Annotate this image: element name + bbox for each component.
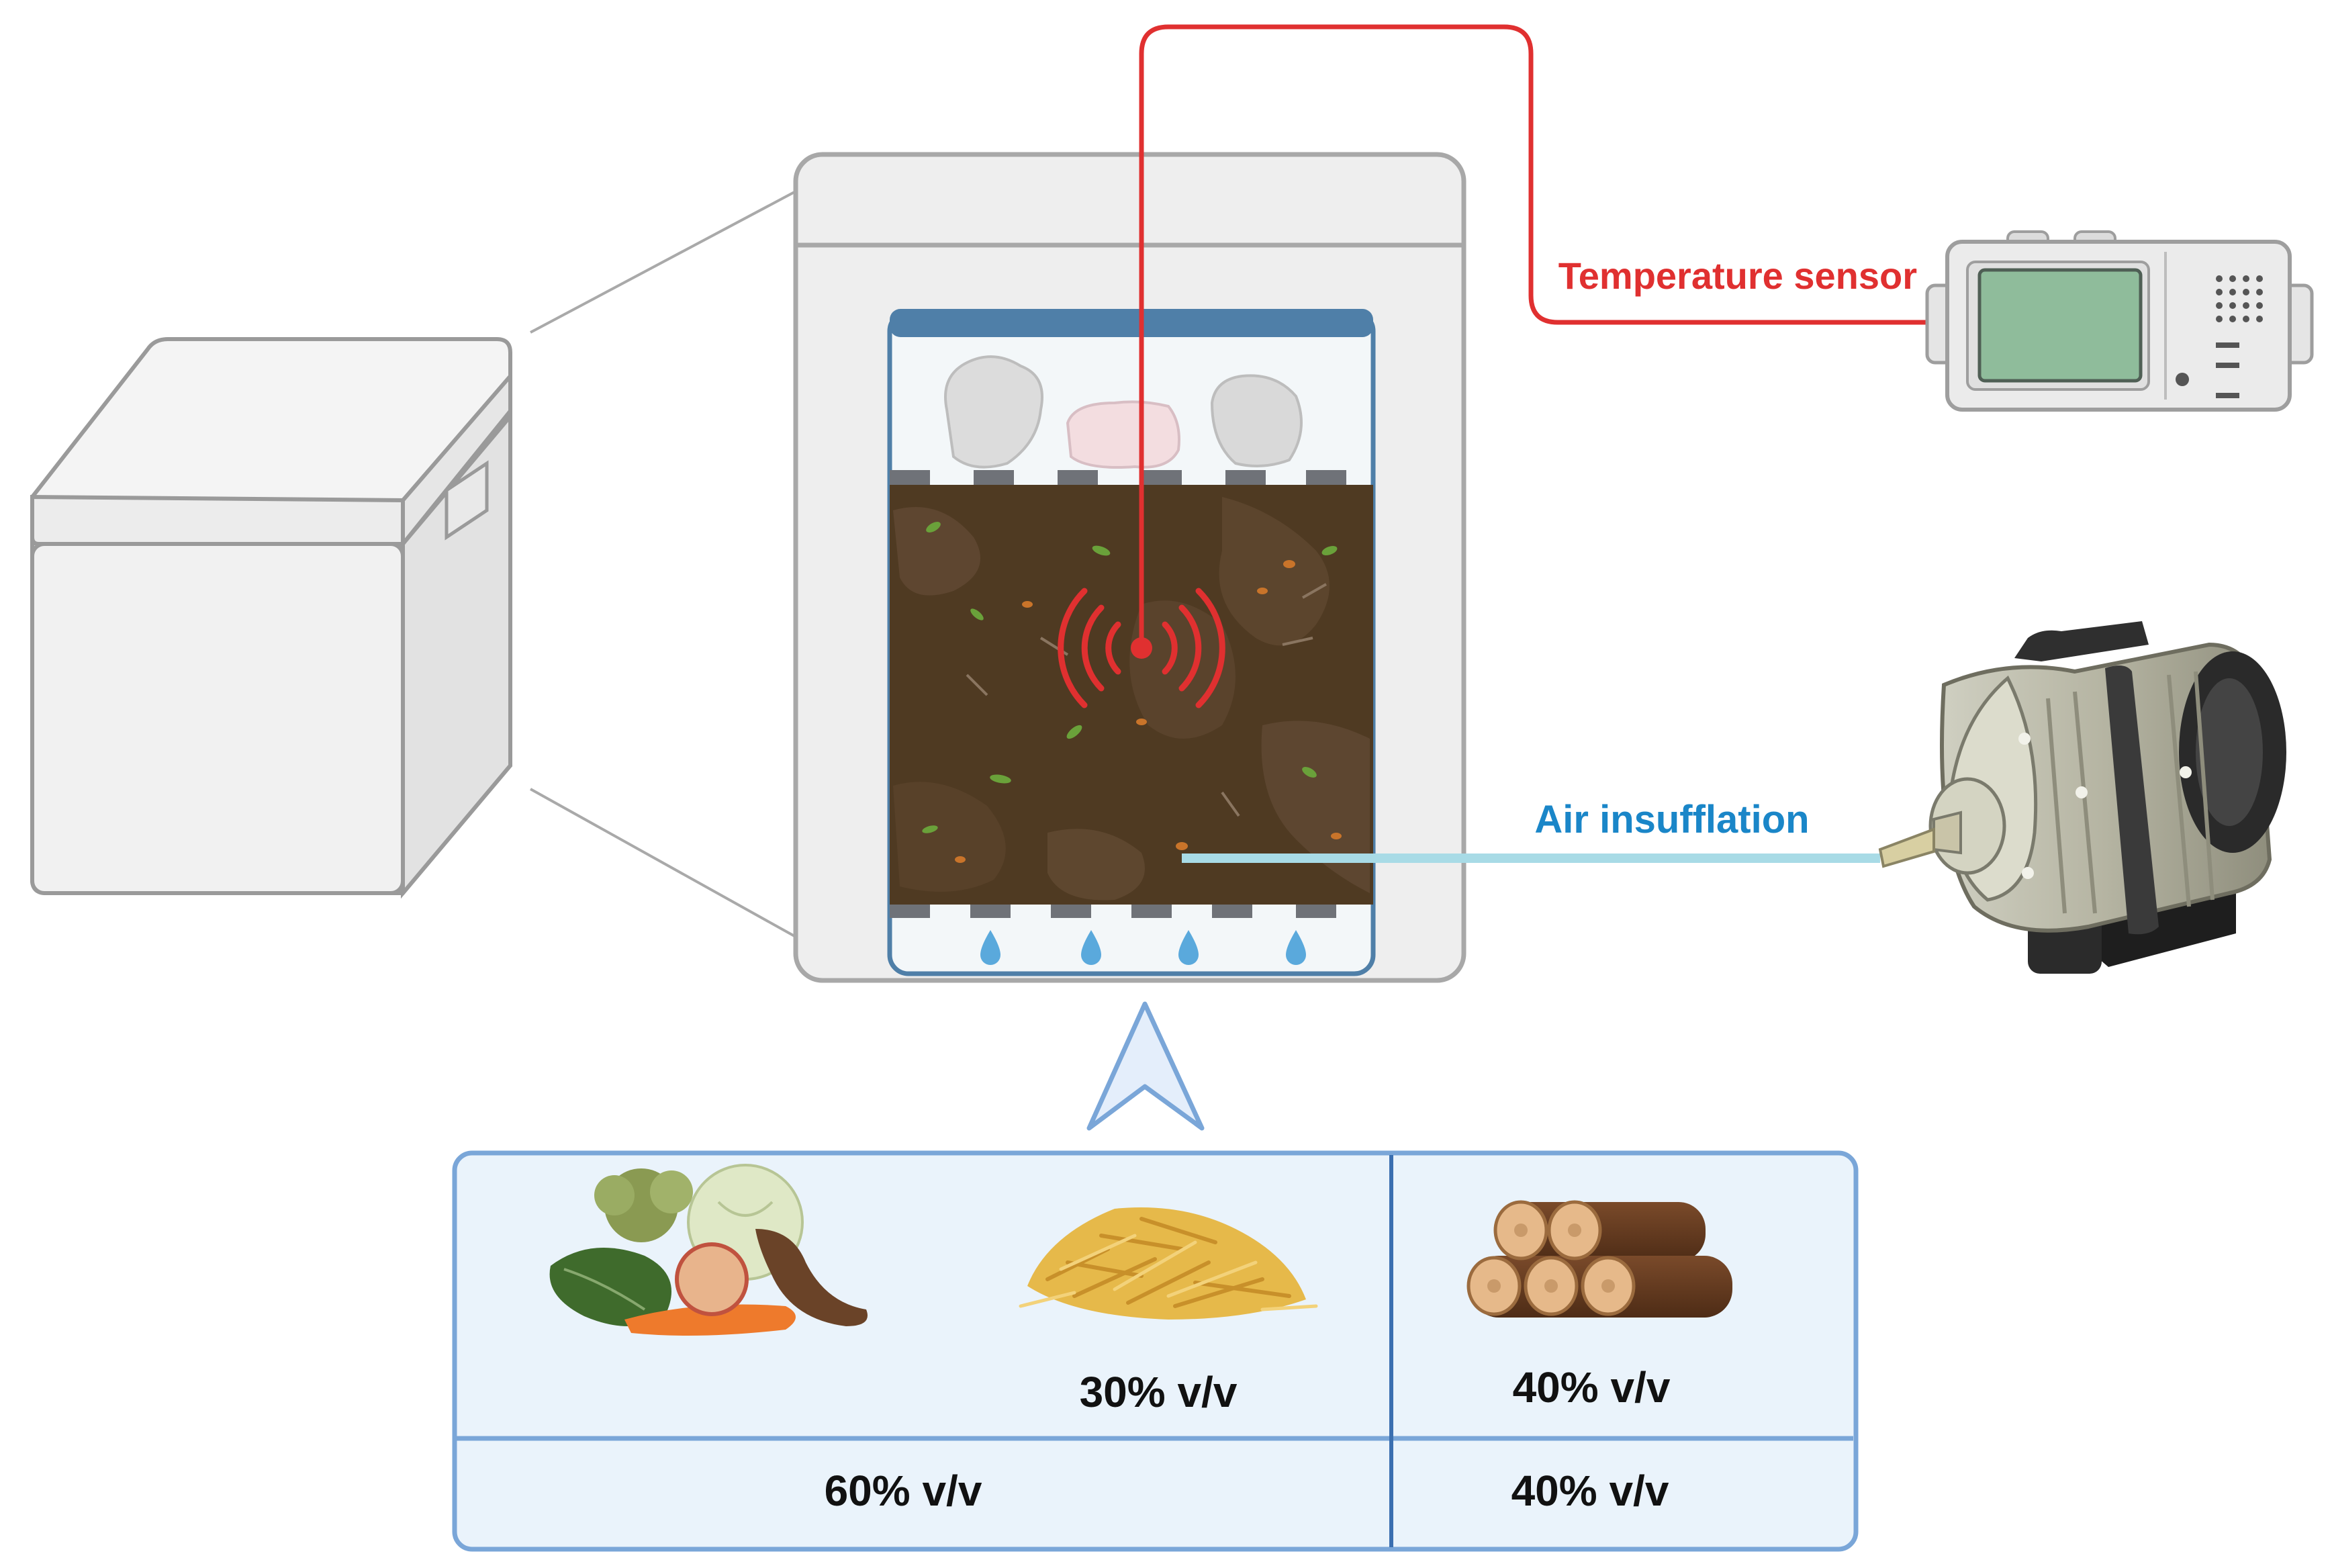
bottom-left-percent: 60% v/v <box>825 1467 982 1515</box>
air-insufflation-label: Air insufflation <box>1534 798 1809 841</box>
zoom-lines <box>530 190 796 938</box>
wood-logs-icon <box>1466 1200 1732 1318</box>
arrow-up-icon <box>1086 1001 1205 1131</box>
stones-icon <box>944 355 1303 469</box>
temperature-logger-icon <box>1925 230 2314 412</box>
straw-percent: 30% v/v <box>1080 1368 1238 1416</box>
temperature-sensor-label: Temperature sensor <box>1558 255 1917 297</box>
wireless-signal-icon <box>1058 588 1225 708</box>
rice-straw-icon <box>1019 1207 1318 1320</box>
food-waste-icon <box>549 1164 868 1336</box>
air-pump-icon <box>1878 621 2286 974</box>
sensor-wire <box>1139 24 1927 645</box>
water-drop-icon <box>980 930 1306 965</box>
styrofoam-box-icon <box>30 337 512 899</box>
reactor-icon <box>793 152 1466 983</box>
wood-percent: 40% v/v <box>1513 1363 1671 1412</box>
bottom-right-percent: 40% v/v <box>1511 1467 1669 1515</box>
compost-layer <box>890 485 1373 905</box>
